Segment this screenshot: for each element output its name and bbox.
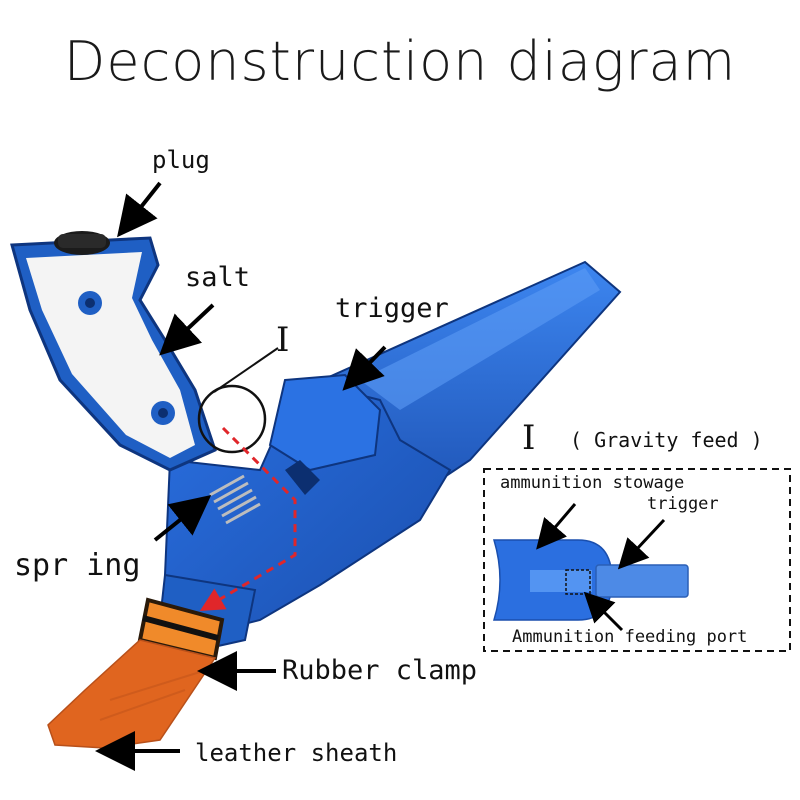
trigger-slot	[285, 460, 320, 495]
screw-hole	[158, 408, 168, 418]
diagram-title: Deconstruction diagram	[63, 30, 737, 93]
inset-feeding-port-label: Ammunition feeding port	[512, 627, 748, 647]
salt-arrow	[159, 303, 215, 356]
detail-leader	[213, 347, 279, 393]
inset-port-arrow	[583, 591, 624, 632]
leather-sheath-label: leather sheath	[195, 739, 398, 767]
inset-stowage-arrow	[536, 503, 577, 550]
inset-trigger	[595, 564, 689, 598]
trigger-arrow	[342, 345, 387, 391]
spring	[209, 474, 261, 525]
plug-arrow	[117, 181, 162, 238]
inset-caption: ( Gravity feed )	[570, 428, 763, 452]
inset-feeding-port	[565, 569, 591, 595]
inset-trigger-arrow	[617, 518, 666, 570]
salt-label: salt	[185, 262, 251, 293]
rubber-clamp-ring	[142, 615, 219, 641]
rubber-clamp-label: Rubber clamp	[282, 655, 478, 686]
flow-path	[199, 426, 297, 612]
spring-label: spr ing	[14, 548, 141, 583]
spring-arrow	[153, 495, 212, 542]
plug-body	[58, 234, 106, 248]
inset-trigger-label: trigger	[647, 494, 719, 514]
inset-marker: I	[522, 418, 536, 458]
trigger-label: trigger	[335, 293, 449, 324]
screw-hole	[85, 298, 95, 308]
detail-circle	[197, 384, 267, 454]
inset-stowage-label: ammunition stowage	[500, 473, 685, 493]
plug-label: plug	[152, 146, 210, 174]
salt-fill	[26, 252, 195, 458]
detail-marker: I	[276, 320, 290, 360]
barrel-channel	[360, 268, 600, 410]
